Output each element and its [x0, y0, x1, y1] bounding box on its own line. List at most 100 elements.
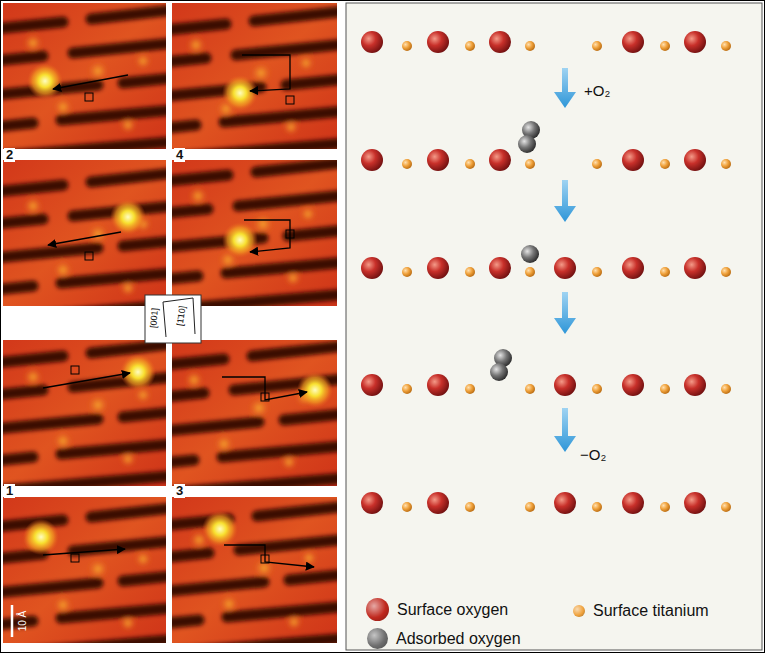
atom-rows-part-part: [684, 374, 706, 396]
stm-image-part: [48, 232, 121, 245]
atom-rows-part-part: [592, 41, 602, 51]
stm-image-part: [158, 162, 348, 310]
atom-rows-part-part: [402, 384, 412, 394]
atom-rows-part-part: [525, 384, 535, 394]
panel-number: 1: [4, 484, 15, 498]
stm-image: [0, 3, 183, 157]
atom-rows-part-part: [525, 267, 535, 277]
atom-rows-part-part: [660, 41, 670, 51]
atom-rows-part-part: [402, 502, 412, 512]
atom-rows-part-part: [721, 502, 731, 512]
atom-rows-part-part: [684, 31, 706, 53]
stm-image-part: [244, 220, 290, 252]
atom-rows-part-part: [361, 257, 383, 279]
stm-image-part: [156, 11, 346, 159]
atom-rows-part-part: [361, 149, 383, 171]
atom-rows-part-part: [521, 245, 539, 263]
stm-image-part: [85, 252, 93, 260]
atom-rows-part-part: [554, 257, 576, 279]
atom-rows-part-part: [465, 159, 475, 169]
atom-rows-part-part: [684, 149, 706, 171]
stm-image-part: [222, 75, 258, 111]
atom-rows-part-part: [427, 374, 449, 396]
stm-image-part: [159, 506, 349, 653]
atom-rows-part-part: [721, 384, 731, 394]
blue-arrows-part: [554, 68, 576, 108]
reaction-step: +O₂: [584, 83, 610, 100]
scale-label: 10 Å: [17, 611, 28, 632]
reaction-step: −O₂: [580, 447, 606, 464]
atom-rows-part-part: [361, 374, 383, 396]
atom-rows-part-part: [592, 267, 602, 277]
atom-rows-part-part: [518, 135, 536, 153]
atom-rows-part-part: [465, 41, 475, 51]
stm-image-part: [0, 343, 183, 491]
stm-image-part: [0, 507, 183, 653]
atom-rows-part-part: [465, 267, 475, 277]
axis-label: [001]: [149, 308, 161, 329]
stm-image-part: [242, 55, 290, 91]
stm-image-part: [222, 222, 258, 258]
atom-rows-part: [361, 31, 731, 53]
atom-rows-part-part: [361, 492, 383, 514]
stm-image: [0, 340, 183, 491]
stm-image-part: [43, 549, 125, 555]
stm-image: [154, 340, 344, 494]
atom-rows-part-part: [525, 502, 535, 512]
atom-rows-part-part: [402, 267, 412, 277]
atom-rows-part-part: [402, 41, 412, 51]
stm-image-part: [71, 554, 79, 562]
atom-rows-part-part: [660, 384, 670, 394]
stm-image-part: [286, 96, 294, 104]
atom-rows-part-part: [622, 31, 644, 53]
panel-number: 4: [174, 148, 185, 162]
atom-rows-part-part: [622, 257, 644, 279]
stm-image-part: [120, 354, 156, 390]
atom-rows-part-part: [684, 492, 706, 514]
stm-image-part: [0, 9, 183, 157]
legend-entry: Surface titanium: [573, 602, 709, 620]
stm-image-part: [261, 555, 269, 563]
compass-axes: [163, 298, 195, 337]
atom-rows-part-part: [721, 159, 731, 169]
atom-rows-part-part: [465, 502, 475, 512]
schematic-panel: [346, 3, 762, 650]
blue-arrows-part: [554, 292, 576, 334]
atom-rows-part-part: [465, 384, 475, 394]
atom-rows-part-part: [622, 149, 644, 171]
stm-image: [0, 497, 183, 653]
stm-image-part: [224, 545, 314, 567]
atom-rows-part-part: [721, 267, 731, 277]
stm-image-part: [27, 63, 63, 99]
atom-rows-part: [361, 245, 731, 279]
atom-rows-part-part: [660, 159, 670, 169]
atom-rows-part-part: [427, 149, 449, 171]
panel-number: 2: [4, 148, 15, 162]
atom-rows-part-part: [660, 267, 670, 277]
atom-rows-part-part: [622, 374, 644, 396]
legend-text: Surface oxygen: [397, 601, 508, 619]
legend-text: Adsorbed oxygen: [396, 630, 521, 648]
stm-image-part: [110, 199, 146, 235]
stm-image: [156, 3, 346, 159]
stm-image-part: [286, 230, 294, 238]
stm-image-part: [297, 372, 333, 408]
panel-number: 3: [174, 484, 185, 498]
stm-image-part: [43, 373, 130, 388]
legend-entry: Adsorbed oxygen: [367, 628, 521, 649]
atom-rows-part-part: [427, 492, 449, 514]
atom-rows-part-part: [592, 384, 602, 394]
atom-rows-part-part: [361, 31, 383, 53]
blue-arrows: [554, 68, 576, 452]
atom-rows-part-part: [554, 374, 576, 396]
atom-rows-part: [361, 121, 731, 171]
atom-rows-part-part: [592, 502, 602, 512]
legend-swatch: [366, 598, 389, 621]
stm-image-part: [53, 75, 128, 89]
atom-rows-part-part: [684, 257, 706, 279]
atom-rows-part: [361, 492, 731, 514]
atom-rows-part-part: [427, 257, 449, 279]
